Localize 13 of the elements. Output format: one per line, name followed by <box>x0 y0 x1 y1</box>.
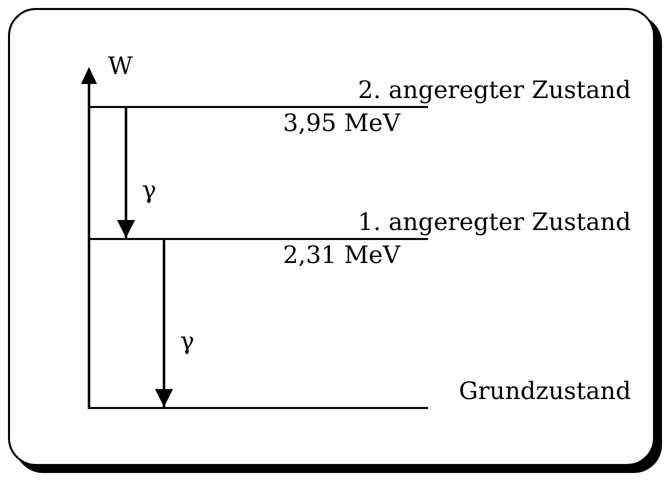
edge-label: γ <box>142 177 156 203</box>
energy-level-line <box>89 238 428 240</box>
level-name: 1. angeregter Zustand <box>358 209 631 235</box>
arrow <box>155 240 173 407</box>
axis-label: W <box>108 53 133 79</box>
level-name: Grundzustand <box>458 378 631 404</box>
energy-value: 3,95 MeV <box>283 110 400 136</box>
level-name: 2. angeregter Zustand <box>358 77 631 103</box>
energy-level-line <box>89 407 428 409</box>
energy-value: 2,31 MeV <box>283 242 400 268</box>
arrow <box>117 108 135 238</box>
edge-label: γ <box>180 328 194 354</box>
energy-level-line <box>89 106 428 108</box>
